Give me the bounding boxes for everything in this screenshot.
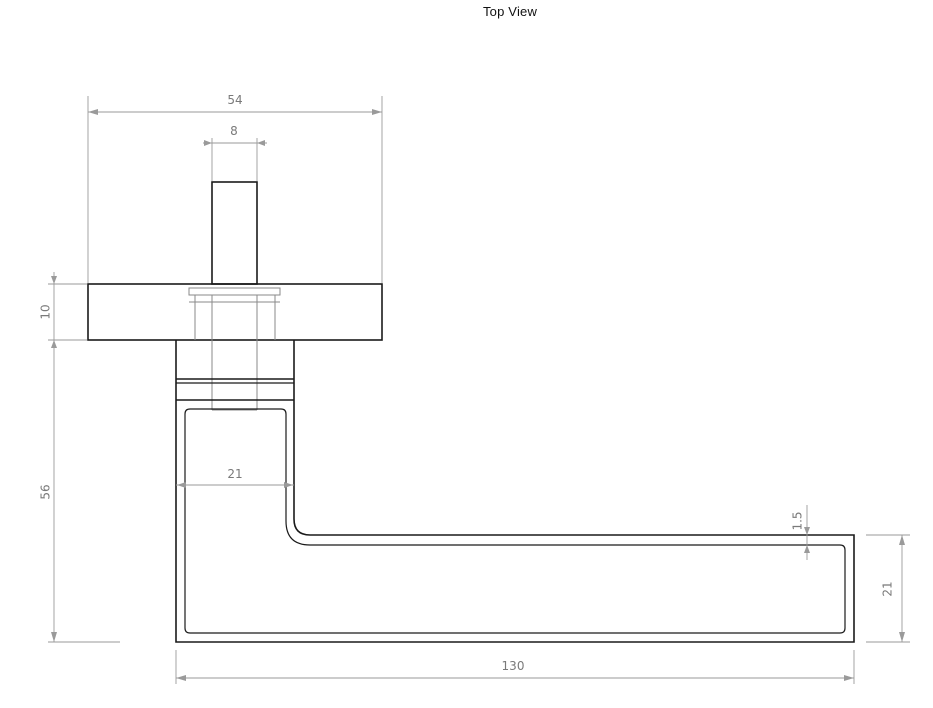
- lever-inner-outline: [184, 408, 846, 634]
- dimension-10-label: 10: [39, 304, 53, 319]
- hidden-lines: [188, 287, 281, 411]
- dimension-21-lever: [866, 534, 910, 643]
- dimension-130: [175, 650, 855, 684]
- dimension-21-neck: [176, 482, 294, 488]
- lever-outer-outline: [175, 400, 855, 643]
- dimension-21-lever-label: 21: [881, 581, 895, 596]
- dimension-8-label: 8: [230, 124, 238, 138]
- dimension-8: [203, 138, 267, 181]
- dimension-56: [48, 352, 120, 643]
- dimension-56-label: 56: [39, 484, 53, 499]
- view-title: Top View: [482, 4, 538, 19]
- dimension-21-neck-label: 21: [227, 467, 242, 481]
- dimension-1-5: [804, 505, 810, 560]
- neck-collar: [175, 340, 295, 401]
- spindle: [211, 181, 258, 285]
- dimension-1-5-label: 1.5: [791, 511, 805, 530]
- dimension-130-label: 130: [502, 659, 525, 673]
- dimension-54: [87, 96, 383, 283]
- dimension-54-label: 54: [227, 93, 242, 107]
- dimension-10: [48, 272, 87, 352]
- rosette-plate: [87, 283, 383, 341]
